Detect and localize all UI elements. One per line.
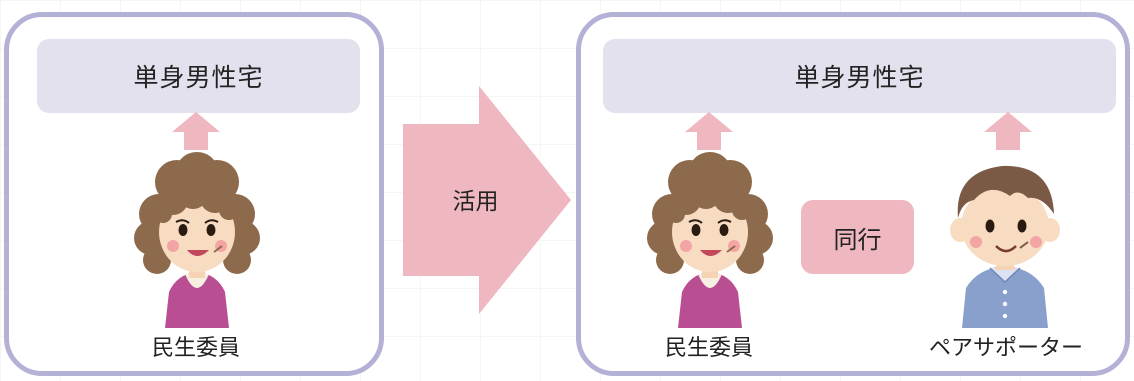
woman-icon (647, 152, 773, 328)
up-arrow-icon (172, 112, 220, 150)
accompany-box: 同行 (801, 200, 914, 274)
house-box: 単身男性宅 (603, 39, 1116, 113)
woman-icon (134, 152, 260, 328)
up-arrow-icon (685, 112, 733, 150)
up-arrow-icon (984, 112, 1032, 150)
house-box: 単身男性宅 (37, 39, 360, 113)
person-label: ペアサポーター (928, 336, 1084, 361)
person-label: 民生委員 (151, 336, 241, 361)
person-label: 民生委員 (664, 336, 754, 361)
arrow-label: 活用 (452, 189, 499, 215)
accompany-label: 同行 (833, 225, 882, 254)
house-label: 単身男性宅 (794, 63, 925, 92)
right-arrow-icon (403, 86, 571, 314)
house-label: 単身男性宅 (133, 63, 264, 92)
man-icon (950, 165, 1060, 328)
